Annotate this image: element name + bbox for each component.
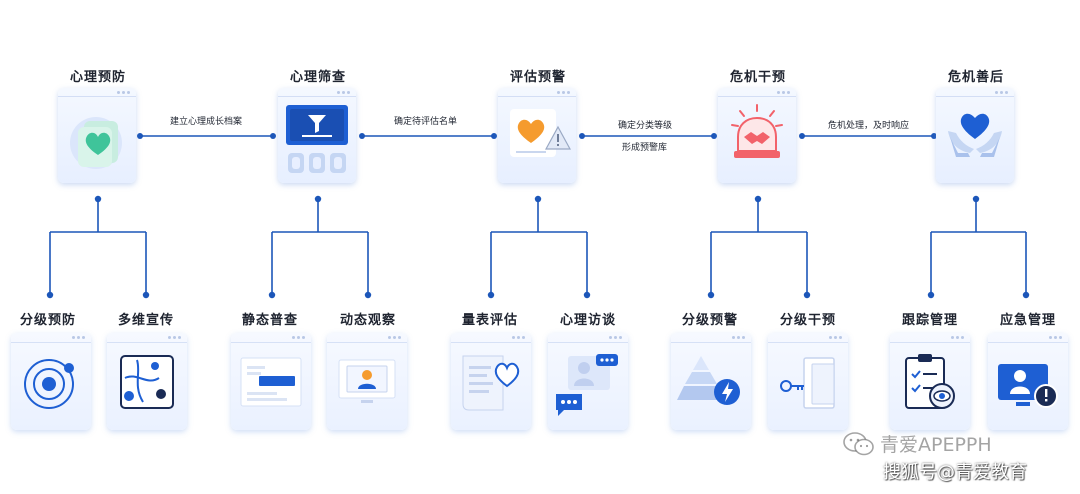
edge-dot xyxy=(931,133,937,139)
sub-title-interview: 心理访谈 xyxy=(559,313,616,328)
sub-title-static-survey: 静态普查 xyxy=(241,313,298,328)
sub-title-graded-warning: 分级预警 xyxy=(681,313,738,328)
watermark-line2: 搜狐号@青爱教育 xyxy=(883,462,1027,483)
edge-label-3b: 形成预警库 xyxy=(622,143,668,153)
sub-title-dynamic-observation: 动态观察 xyxy=(339,313,396,328)
document-form-icon xyxy=(240,357,302,407)
stage-card-prevention xyxy=(58,88,136,183)
hands-heart-icon xyxy=(948,113,1002,157)
sub-card-static-survey xyxy=(231,333,311,430)
stage-card-assessment xyxy=(498,88,576,183)
funnel-screen-icon xyxy=(286,105,348,173)
watermark-line1: 青爱APEPPH xyxy=(880,434,992,456)
chat-bubbles-icon xyxy=(556,354,618,416)
sub-card-graded-prevention xyxy=(11,333,91,430)
edge-label-2: 确定待评估名单 xyxy=(394,117,458,127)
key-door-icon xyxy=(780,357,835,409)
sub-title-scale-assessment: 量表评估 xyxy=(461,313,518,328)
edge-dot xyxy=(711,133,717,139)
edge-dot xyxy=(359,133,365,139)
edge-dot xyxy=(491,133,497,139)
scale-heart-icon xyxy=(462,355,520,411)
sub-title-tracking: 跟踪管理 xyxy=(901,313,958,328)
sub-title-graded-intervention: 分级干预 xyxy=(779,313,836,328)
wechat-icon xyxy=(843,432,874,456)
sub-card-multi-publicity xyxy=(107,333,187,430)
stage-title-aftercare: 危机善后 xyxy=(947,70,1004,85)
edge-label-1: 建立心理成长档案 xyxy=(170,117,243,127)
stage-card-intervention xyxy=(718,88,796,183)
sub-card-emergency xyxy=(988,333,1068,430)
monitor-person-icon xyxy=(338,359,396,403)
edge-label-3: 确定分类等级 xyxy=(618,121,673,131)
stage-title-assessment: 评估预警 xyxy=(509,70,566,85)
clipboard-eye-icon xyxy=(905,354,955,409)
heart-shield-icon xyxy=(70,117,122,169)
sub-card-tracking xyxy=(890,333,970,430)
stage-title-intervention: 危机干预 xyxy=(729,70,786,85)
edge-dot xyxy=(137,133,143,139)
stage-card-screening xyxy=(278,88,356,183)
network-icon xyxy=(120,355,174,409)
heart-warning-icon xyxy=(510,109,572,157)
alarm-handshake-icon xyxy=(731,104,783,158)
sub-card-dynamic-observation xyxy=(327,333,407,430)
edge-dot xyxy=(579,133,585,139)
sub-card-graded-intervention xyxy=(768,333,848,430)
orbit-icon xyxy=(24,359,74,409)
edge-dot xyxy=(270,133,276,139)
sub-card-graded-warning xyxy=(671,333,751,430)
pyramid-lightning-icon xyxy=(677,356,740,405)
stage-title-prevention: 心理预防 xyxy=(69,70,126,85)
sub-title-graded-prevention: 分级预防 xyxy=(19,313,76,328)
person-alert-icon xyxy=(998,364,1058,408)
sub-card-scale-assessment xyxy=(451,333,531,430)
sub-card-interview xyxy=(548,333,628,430)
edge-label-4: 危机处理，及时响应 xyxy=(828,121,910,131)
stage-card-aftercare xyxy=(936,88,1014,183)
edge-dot xyxy=(799,133,805,139)
sub-title-multi-publicity: 多维宣传 xyxy=(117,313,174,328)
sub-title-emergency: 应急管理 xyxy=(999,313,1056,328)
stage-title-screening: 心理筛查 xyxy=(289,70,346,85)
